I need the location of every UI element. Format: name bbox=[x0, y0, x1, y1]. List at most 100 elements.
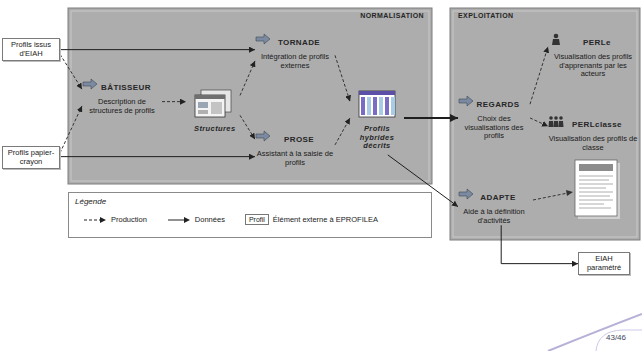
module-name: PERLe bbox=[548, 33, 638, 53]
person-head bbox=[554, 34, 559, 39]
legend-text: Production bbox=[111, 215, 147, 224]
person-head bbox=[554, 116, 558, 120]
store-frame bbox=[359, 91, 395, 117]
leader-head bbox=[566, 190, 573, 196]
external-output-box: EIAH paramétré bbox=[578, 252, 630, 275]
person-body bbox=[554, 121, 559, 127]
legend-text: Élément externe à EPROFILEA bbox=[273, 215, 378, 224]
tool-module: PERLclasseVisualisation des profils de c… bbox=[548, 115, 638, 152]
module-name: PROSE bbox=[255, 130, 335, 150]
data-arrow bbox=[501, 225, 578, 263]
arrow-shape bbox=[459, 189, 473, 199]
data-arrow bbox=[60, 49, 255, 50]
data-store: Structures bbox=[186, 88, 240, 138]
sample-line bbox=[84, 219, 101, 220]
module-description: Choix des visualisations des profils bbox=[458, 115, 530, 141]
person-head bbox=[549, 116, 553, 120]
legend-item: Production bbox=[83, 215, 147, 224]
person-body bbox=[549, 121, 554, 127]
tool-module: BÂTISSEURDescription de structures de pr… bbox=[82, 78, 162, 115]
window-icon bbox=[193, 89, 233, 119]
production-arrow bbox=[335, 118, 350, 145]
legend-title: Légende bbox=[69, 193, 431, 206]
production-arrow bbox=[162, 101, 186, 102]
document-page bbox=[575, 160, 617, 216]
store-stripe bbox=[361, 97, 365, 115]
module-description: Visualisation des profils de classe bbox=[548, 135, 638, 152]
arrow-shape bbox=[256, 34, 270, 44]
panel-ground bbox=[68, 8, 432, 184]
module-name: BÂTISSEUR bbox=[82, 78, 162, 98]
module-description: Assistant à la saisie de profils bbox=[255, 150, 335, 167]
sample-head bbox=[100, 217, 106, 223]
sample-label: Profil bbox=[249, 216, 265, 223]
tool-module: PERLeVisualisation des profils d'apprena… bbox=[548, 33, 638, 79]
module-description: Visualisation des profils d'apprenants p… bbox=[548, 53, 638, 79]
window-bar bbox=[195, 95, 225, 99]
data-sample bbox=[167, 216, 191, 224]
arrow-shape bbox=[459, 96, 473, 106]
production-arrow bbox=[530, 47, 548, 104]
production-arrow bbox=[530, 118, 548, 126]
panel-ground bbox=[450, 8, 640, 240]
tool-module: TORNADEIntégration de profils externes bbox=[255, 33, 335, 70]
module-description: Aide à la définition d'activités bbox=[458, 208, 530, 225]
legend-item: Profil Élément externe à EPROFILEA bbox=[245, 214, 378, 225]
store-stripe bbox=[379, 97, 383, 115]
box-label: EIAH paramétré bbox=[580, 255, 628, 272]
legend-text: Données bbox=[195, 215, 225, 224]
person-body bbox=[552, 39, 560, 45]
people-icon bbox=[548, 115, 564, 127]
production-arrow bbox=[240, 115, 255, 139]
external-source-box: Profils papier-crayon bbox=[2, 146, 60, 169]
sample-line bbox=[168, 219, 185, 220]
external-source-box: Profils issus d'EIAH bbox=[2, 38, 60, 61]
store-bar bbox=[359, 91, 395, 95]
tool-module: REGARDSChoix des visualisations des prof… bbox=[458, 95, 530, 141]
store-stripe bbox=[391, 97, 395, 115]
store-stripe bbox=[385, 97, 389, 115]
person-icon bbox=[548, 33, 564, 45]
module-description: Intégration de profils externes bbox=[255, 53, 335, 70]
legend-item: Données bbox=[167, 215, 225, 224]
tool-module: PROSEAssistant à la saisie de profils bbox=[255, 130, 335, 167]
arrow-shape bbox=[256, 131, 270, 141]
data-store: Profils hybrides décrits bbox=[350, 88, 404, 155]
panel-heading: NORMALISATION bbox=[68, 8, 432, 23]
page-number: 43/46 bbox=[606, 333, 626, 342]
document-icon bbox=[575, 160, 620, 219]
arrow-icon bbox=[82, 78, 98, 90]
module-name: PERLclasse bbox=[548, 115, 638, 135]
document-lines bbox=[579, 176, 613, 208]
arrow-shape bbox=[83, 79, 97, 89]
panel-inner-border bbox=[71, 11, 429, 181]
store-stripe bbox=[367, 97, 371, 115]
production-leader bbox=[533, 193, 568, 200]
page-swoosh bbox=[548, 314, 642, 351]
store-label: Profils hybrides décrits bbox=[350, 121, 404, 155]
page-tab bbox=[596, 330, 642, 351]
panel: EXPLOITATION REGARDSChoix des visualisati… bbox=[450, 8, 640, 240]
window-cell bbox=[211, 102, 222, 114]
arrow-icon bbox=[255, 33, 271, 45]
panel-heading: EXPLOITATION bbox=[450, 8, 640, 23]
legend-box: LégendeProduction Données Profil Élément ex… bbox=[68, 192, 432, 238]
data-arrow bbox=[60, 156, 255, 157]
production-arrow bbox=[240, 61, 255, 96]
production-arrow bbox=[60, 106, 82, 153]
box-label: Profils papier-crayon bbox=[4, 149, 58, 166]
legend-row: Production Données Profil Élément externe à… bbox=[69, 206, 431, 225]
window-cell bbox=[198, 102, 208, 108]
sample-head bbox=[184, 217, 190, 223]
person-body bbox=[559, 121, 564, 127]
legend-sample-box: Profil bbox=[245, 214, 269, 225]
store-label: Structures bbox=[186, 121, 240, 138]
module-name: ADAPTE bbox=[458, 188, 530, 208]
module-description: Description de structures de profils bbox=[82, 98, 162, 115]
person-head bbox=[559, 116, 563, 120]
document-header bbox=[579, 164, 613, 171]
arrow-icon bbox=[255, 130, 271, 142]
module-name: REGARDS bbox=[458, 95, 530, 115]
